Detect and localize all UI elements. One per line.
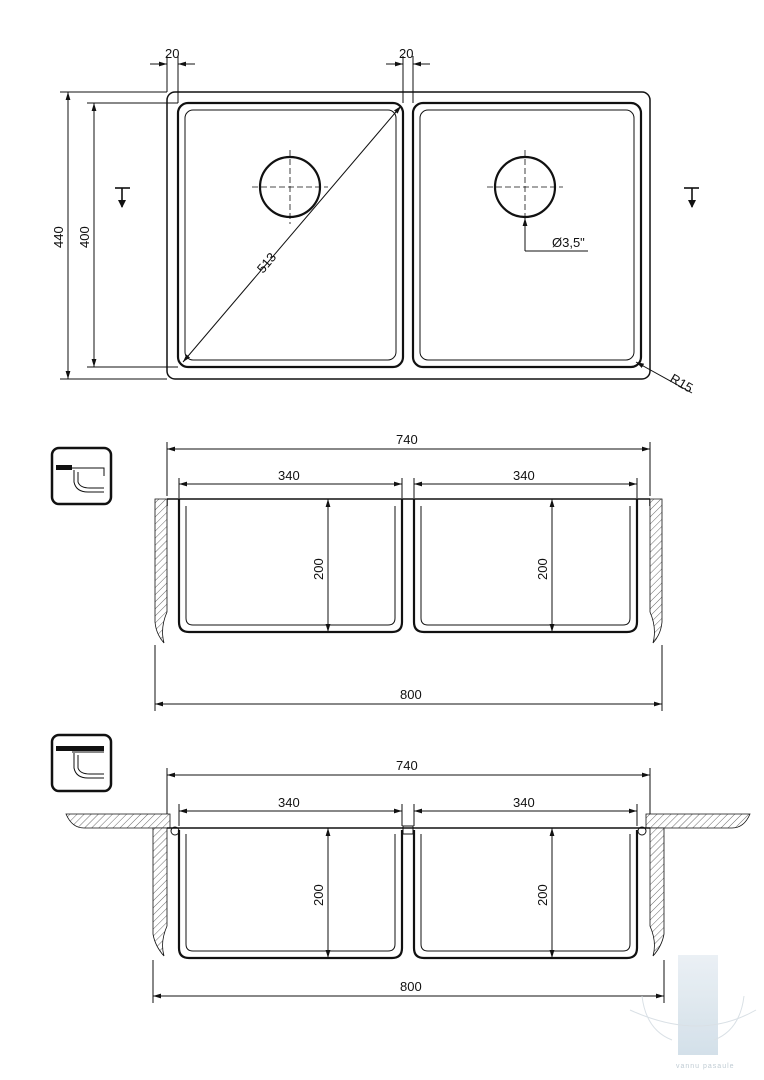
flush-left-cabinet-wall bbox=[154, 498, 168, 644]
watermark-text: vannu pasaule bbox=[676, 1063, 735, 1070]
watermark-logo: vannu pasaule bbox=[629, 955, 757, 1070]
left-bowl-outline bbox=[176, 101, 405, 369]
flush-dim-740-label: 740 bbox=[396, 432, 418, 447]
section-marker-right-icon bbox=[684, 187, 699, 208]
undermount-dim-right-depth-label: 200 bbox=[535, 884, 550, 906]
dim-top-middle-label: 20 bbox=[399, 46, 413, 61]
dim-height-inner-label: 400 bbox=[77, 226, 92, 248]
undermount-right-countertop bbox=[645, 813, 751, 829]
section-flush: 740 340 340 200 200 800 bbox=[50, 432, 663, 711]
undermount-icon bbox=[50, 733, 113, 793]
dim-drain-label: Ø3,5" bbox=[552, 235, 585, 250]
flush-dim-right-depth-label: 200 bbox=[535, 558, 550, 580]
flush-right-bowl bbox=[412, 499, 639, 634]
section-undermount: 740 340 340 200 200 800 bbox=[50, 733, 751, 1003]
flush-mount-icon bbox=[50, 446, 113, 506]
undermount-left-bowl bbox=[177, 830, 404, 960]
flush-right-cabinet-wall bbox=[649, 498, 663, 644]
dim-top-left-label: 20 bbox=[165, 46, 179, 61]
undermount-left-cabinet-wall bbox=[152, 827, 168, 957]
top-view: Ø3,5" 513 R15 20 20 440 400 bbox=[51, 46, 699, 396]
section-marker-left-icon bbox=[115, 187, 130, 208]
undermount-dim-800-label: 800 bbox=[400, 979, 422, 994]
undermount-dim-740-label: 740 bbox=[396, 758, 418, 773]
undermount-left-countertop bbox=[65, 813, 171, 829]
right-bowl-inner bbox=[419, 109, 635, 361]
outer-rim-outline bbox=[166, 91, 651, 380]
flush-dim-right-bowl-label: 340 bbox=[513, 468, 535, 483]
diagonal-dimension-line bbox=[182, 105, 402, 363]
dim-radius-label: R15 bbox=[668, 371, 696, 396]
dim-height-outer-label: 440 bbox=[51, 226, 66, 248]
undermount-dim-left-bowl-label: 340 bbox=[278, 795, 300, 810]
undermount-dim-right-bowl-label: 340 bbox=[513, 795, 535, 810]
undermount-right-cabinet-wall bbox=[649, 827, 665, 957]
undermount-right-bowl bbox=[412, 830, 639, 960]
flush-dim-left-bowl-label: 340 bbox=[278, 468, 300, 483]
flush-dim-left-depth-label: 200 bbox=[311, 558, 326, 580]
flush-left-bowl bbox=[177, 499, 404, 634]
right-bowl-outline bbox=[411, 101, 643, 369]
undermount-dim-left-depth-label: 200 bbox=[311, 884, 326, 906]
flush-dim-800-label: 800 bbox=[400, 687, 422, 702]
